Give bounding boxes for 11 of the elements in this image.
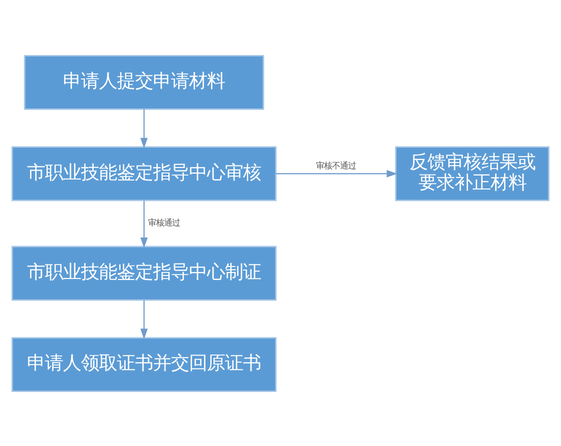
node-box: 申请人提交申请材料	[24, 54, 264, 110]
node-box: 反馈审核结果或要求补正材料	[395, 146, 550, 201]
node-box: 申请人领取证书并交回原证书	[12, 336, 277, 392]
edge-label: 审核通过	[148, 217, 180, 228]
arrow	[140, 200, 148, 248]
node-box: 市职业技能鉴定指导中心制证	[12, 245, 277, 300]
arrow	[276, 170, 398, 177]
node-box: 市职业技能鉴定指导中心审核	[12, 146, 277, 201]
arrow	[140, 300, 148, 339]
edge-label: 审核不通过	[316, 160, 356, 170]
arrow	[140, 108, 148, 148]
